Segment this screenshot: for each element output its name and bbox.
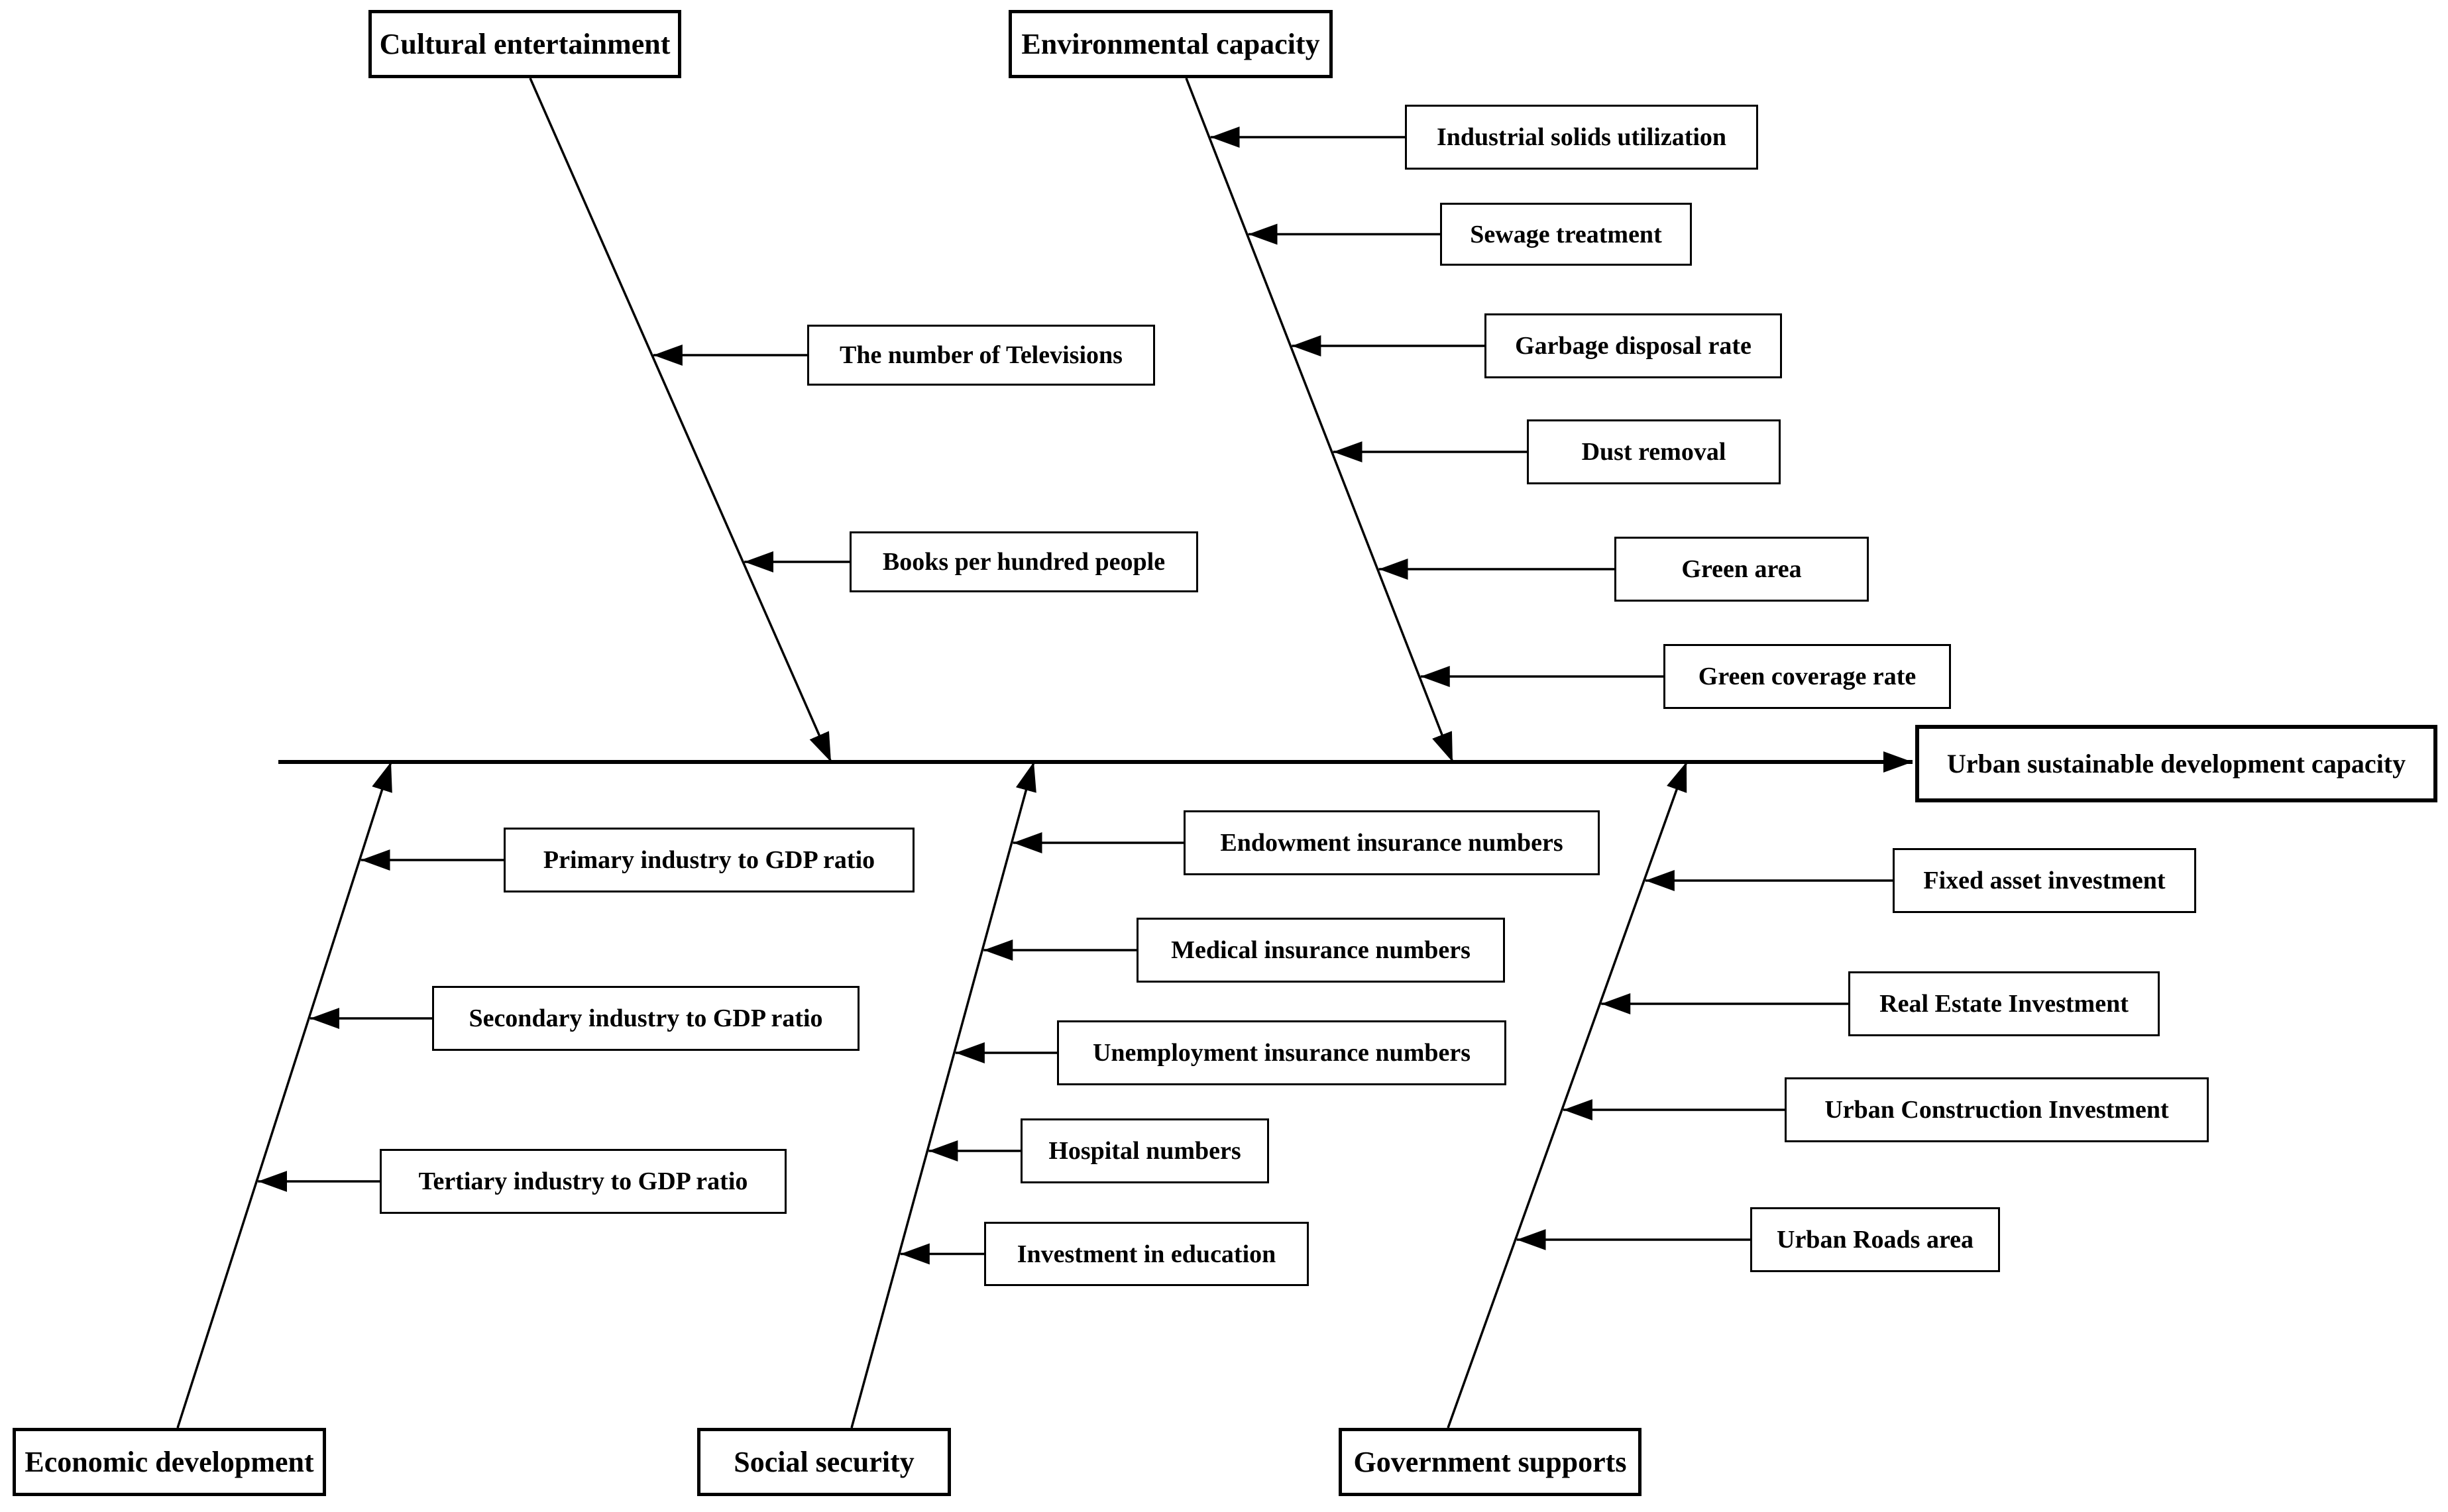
item-box-investment-in-education-label: Investment in education (1017, 1240, 1276, 1268)
branch-line-social-security (850, 761, 1036, 1429)
item-box-sewage-treatment[interactable]: Sewage treatment (1440, 203, 1692, 266)
item-box-the-number-of-televisions[interactable]: The number of Televisions (807, 325, 1155, 386)
item-box-real-estate-investment[interactable]: Real Estate Investment (1848, 971, 2160, 1036)
item-box-industrial-solids-utilization-label: Industrial solids utilization (1436, 123, 1727, 151)
effect-label: Urban sustainable development capacity (1946, 749, 2406, 779)
item-box-garbage-disposal-rate-label: Garbage disposal rate (1515, 332, 1752, 360)
item-box-investment-in-education[interactable]: Investment in education (984, 1222, 1309, 1286)
category-box-economic-development-label: Economic development (25, 1446, 314, 1478)
item-box-books-per-hundred-people-label: Books per hundred people (882, 548, 1166, 576)
category-box-cultural-entertainment[interactable]: Cultural entertainment (368, 10, 681, 78)
item-box-dust-removal[interactable]: Dust removal (1527, 419, 1781, 484)
item-box-urban-roads-area-label: Urban Roads area (1777, 1226, 1974, 1254)
category-box-social-security[interactable]: Social security (697, 1428, 951, 1496)
item-box-secondary-industry-to-gdp-ratio-label: Secondary industry to GDP ratio (469, 1004, 823, 1032)
item-box-fixed-asset-investment[interactable]: Fixed asset investment (1893, 848, 2196, 913)
category-box-cultural-entertainment-label: Cultural entertainment (379, 28, 671, 60)
item-box-tertiary-industry-to-gdp-ratio[interactable]: Tertiary industry to GDP ratio (380, 1149, 787, 1214)
branch-line-economic-development (176, 761, 392, 1429)
item-box-endowment-insurance-numbers-label: Endowment insurance numbers (1220, 829, 1563, 857)
category-box-government-supports[interactable]: Government supports (1339, 1428, 1641, 1496)
item-box-green-area-label: Green area (1681, 555, 1802, 583)
item-box-sewage-treatment-label: Sewage treatment (1470, 220, 1662, 248)
item-box-endowment-insurance-numbers[interactable]: Endowment insurance numbers (1184, 810, 1600, 875)
item-box-urban-roads-area[interactable]: Urban Roads area (1750, 1207, 2000, 1272)
item-box-the-number-of-televisions-label: The number of Televisions (840, 341, 1123, 369)
effect-box[interactable]: Urban sustainable development capacity (1915, 725, 2437, 802)
item-box-fixed-asset-investment-label: Fixed asset investment (1923, 867, 2166, 894)
item-box-books-per-hundred-people[interactable]: Books per hundred people (850, 531, 1198, 592)
branch-line-cultural-entertainment (529, 78, 832, 763)
category-box-economic-development[interactable]: Economic development (13, 1428, 326, 1496)
item-box-industrial-solids-utilization[interactable]: Industrial solids utilization (1405, 105, 1758, 170)
item-box-unemployment-insurance-numbers-label: Unemployment insurance numbers (1092, 1039, 1471, 1067)
category-box-environmental-capacity[interactable]: Environmental capacity (1009, 10, 1333, 78)
item-box-medical-insurance-numbers-label: Medical insurance numbers (1171, 936, 1471, 964)
category-box-social-security-label: Social security (734, 1446, 915, 1478)
item-box-garbage-disposal-rate[interactable]: Garbage disposal rate (1484, 313, 1782, 378)
item-box-primary-industry-to-gdp-ratio[interactable]: Primary industry to GDP ratio (504, 828, 915, 892)
item-box-hospital-numbers[interactable]: Hospital numbers (1021, 1118, 1269, 1183)
item-box-dust-removal-label: Dust removal (1581, 438, 1726, 466)
item-box-tertiary-industry-to-gdp-ratio-label: Tertiary industry to GDP ratio (418, 1167, 748, 1195)
branch-line-environmental-capacity (1185, 78, 1454, 763)
item-box-unemployment-insurance-numbers[interactable]: Unemployment insurance numbers (1057, 1020, 1506, 1085)
item-box-urban-construction-investment[interactable]: Urban Construction Investment (1785, 1077, 2209, 1142)
item-box-green-coverage-rate[interactable]: Green coverage rate (1663, 644, 1951, 709)
category-box-government-supports-label: Government supports (1353, 1446, 1627, 1478)
category-box-environmental-capacity-label: Environmental capacity (1021, 28, 1320, 60)
item-box-hospital-numbers-label: Hospital numbers (1048, 1137, 1241, 1165)
item-box-secondary-industry-to-gdp-ratio[interactable]: Secondary industry to GDP ratio (432, 986, 860, 1051)
item-box-green-area[interactable]: Green area (1614, 537, 1869, 602)
item-box-real-estate-investment-label: Real Estate Investment (1879, 990, 2129, 1018)
item-box-green-coverage-rate-label: Green coverage rate (1698, 663, 1917, 690)
item-box-urban-construction-investment-label: Urban Construction Investment (1824, 1096, 2169, 1124)
item-box-primary-industry-to-gdp-ratio-label: Primary industry to GDP ratio (543, 846, 875, 874)
item-box-medical-insurance-numbers[interactable]: Medical insurance numbers (1137, 918, 1505, 983)
